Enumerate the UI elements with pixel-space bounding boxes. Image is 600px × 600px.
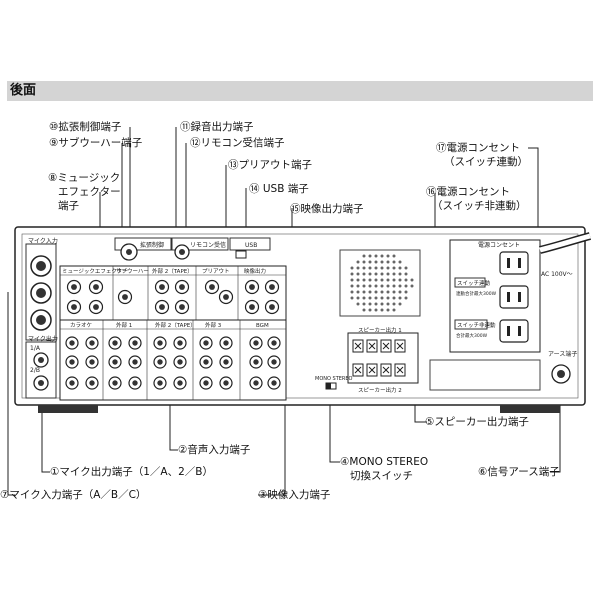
callout-11-rec-out: ⑪録音出力端子 [180,121,254,133]
panel-label-usb: USB [245,242,257,249]
panel-label-subwoofer: サブウーハー [116,267,149,275]
blank-panel [429,359,541,391]
panel-label-ext3: 外部 3 [205,321,222,329]
foot-right [500,405,560,413]
panel-label-ext2-tape: 外部 2（TAPE） [152,267,193,275]
panel-label-remote: リモコン受信 [190,241,226,249]
callout-13-preout: ⑬プリアウト端子 [228,159,312,171]
callout-16-line1: ⑯電源コンセント [426,186,510,198]
mic-output-jacks [33,352,49,391]
panel-label-mono-stereo: MONO STEREO [315,376,353,382]
fan-grille [339,249,421,317]
callout-8-line3: 端子 [58,200,79,212]
panel-label-sw-unlinked: スイッチ非連動 [457,321,496,329]
panel-label-ext-ctrl: 拡張制御 [140,241,164,249]
panel-label-preout: プリアウト [202,267,230,275]
callout-8-line2: エフェクター [58,186,121,198]
panel-label-mic-out: マイク出力 [28,335,58,343]
power-outlet-sockets [499,251,529,343]
panel-label-sw-linked: スイッチ連動 [457,279,491,287]
callout-15-video-out: ⑮映像出力端子 [290,203,364,215]
callout-3-video-in: ③映像入力端子 [258,489,331,501]
callout-4-line1: ④MONO STEREO [340,456,429,468]
speaker-terminals [352,339,406,377]
callout-5-speaker-out: ⑤スピーカー出力端子 [425,416,529,428]
panel-label-mic-out-2b: 2/B [30,367,40,374]
panel-label-video-out: 映像出力 [244,267,266,275]
panel-label-karaoke: カラオケ [70,322,93,329]
callout-17-line1: ⑰電源コンセント [436,142,520,154]
callout-8-line1: ⑧ミュージック [48,172,121,184]
callout-16-line2: （スイッチ非連動） [432,200,527,212]
panel-label-ext2: 外部 2（TAPE） [155,321,196,329]
upper-rca-jacks [66,279,280,315]
panel-label-outlet: 電源コンセント [478,241,520,249]
mic-input-jacks [30,255,52,331]
panel-label-speaker-out1: スピーカー出力 1 [358,326,402,334]
panel-label-speaker-out2: スピーカー出力 2 [358,386,402,394]
foot-left [38,405,98,413]
callout-6-signal-earth: ⑥信号アース端子 [478,466,560,478]
callout-2-audio-in: ②音声入力端子 [178,444,251,456]
panel-label-earth: アース端子 [548,350,577,358]
callout-17-line2: （スイッチ連動） [444,156,528,168]
callout-7-mic-in: ⑦マイク入力端子（A／B／C） [0,489,147,501]
panel-label-bgm: BGM [256,323,269,329]
section-header-bar [7,81,593,101]
panel-label-mic-in: マイク入力 [28,237,58,245]
callout-10-ext-control: ⑩拡張制御端子 [49,121,122,133]
section-title: 後面 [10,83,37,98]
panel-label-sw-unlinked-spec: 合計最大300W [456,332,488,339]
panel-label-ext1: 外部 1 [116,321,132,329]
panel-label-music-effector: ミュージックエフェクター [62,267,128,275]
callout-14-usb: ⑭ USB 端子 [249,183,309,195]
callout-12-remote: ⑫リモコン受信端子 [190,137,285,149]
panel-label-sw-linked-spec: 連動合計最大300W [456,290,497,297]
panel-label-ac: AC 100V〜 [541,271,573,278]
panel-label-mic-out-1a: 1/A [30,345,41,352]
lower-rca-jacks [65,336,281,390]
callout-4-line2: 切換スイッチ [350,470,413,482]
callout-9-subwoofer: ⑨サブウーハー端子 [49,137,143,149]
callout-1-mic-out: ①マイク出力端子（1／A、2／B） [50,466,213,478]
usb-port [235,250,247,259]
